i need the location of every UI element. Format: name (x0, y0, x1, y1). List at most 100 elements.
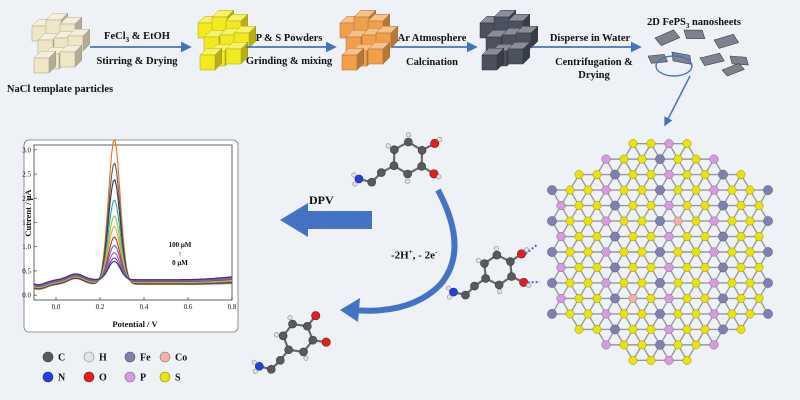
sulfur-atom (583, 216, 593, 226)
dopamine-quinone-carbon (299, 347, 308, 357)
legend-label-co: Co (175, 353, 187, 364)
legend-label-p: P (140, 373, 146, 384)
chart-xlabel: Potential / V (112, 319, 158, 329)
dopamine-adsorbed-hydrogen (524, 247, 530, 253)
annotation-top: 100 μM (168, 241, 192, 249)
dopamine-quinone-hydrogen (287, 315, 293, 321)
y-tick-label: 1.5 (22, 219, 31, 227)
step3-bottom-label: Calcination (406, 57, 458, 68)
phosphorus-atom (664, 355, 674, 365)
dopamine-adsorbed-carbon (492, 250, 502, 260)
dopamine-top-hydrogen (437, 136, 443, 142)
orange-precursor-cluster (339, 9, 399, 71)
sulfur-atom (628, 232, 638, 241)
process-arrows (90, 41, 691, 322)
iron-atom (547, 185, 557, 195)
iron-atom (655, 185, 665, 195)
phosphorus-atom (664, 293, 674, 303)
dopamine-top-hydrogen (404, 178, 410, 184)
orange-precursor-cluster-cube (367, 41, 391, 65)
phosphorus-atom (709, 154, 719, 164)
sulfur-atom (754, 201, 764, 211)
legend-swatch-s (159, 371, 171, 383)
sulfur-atom (637, 216, 647, 226)
sulfur-atom (574, 324, 584, 334)
iron-atom (655, 247, 665, 257)
sulfur-atom (700, 232, 710, 241)
nanosheet (654, 29, 681, 47)
electron-transfer-label: -2H+, - 2e- (391, 248, 438, 262)
sulfur-atom (691, 340, 701, 350)
synthesis-row (31, 9, 749, 77)
x-tick-label: 0.0 (52, 303, 61, 311)
interaction-line (524, 243, 539, 255)
dopamine-quinone-carbon (278, 331, 288, 341)
dopamine-top-hydrogen (352, 181, 358, 187)
sulfur-atom (583, 247, 593, 257)
annotation-bottom: 0 μM (172, 259, 188, 267)
step4-top-label: Disperse in Water (549, 33, 631, 44)
sulfur-atom (727, 309, 737, 319)
sulfur-atom (691, 247, 701, 257)
sulfur-atom (754, 232, 764, 241)
sulfur-atom (682, 170, 692, 180)
sulfur-atom (736, 263, 746, 272)
sulfur-atom (637, 340, 647, 350)
dopamine-top-hydrogen (385, 143, 391, 149)
calcined-cluster (479, 9, 539, 71)
dopamine-quinone-hydrogen (273, 332, 279, 338)
sulfur-atom (736, 232, 746, 241)
iron-atom (547, 247, 557, 257)
annotation-arrow: ↑ (178, 250, 182, 258)
sulfur-atom (736, 201, 746, 211)
sulfur-atom (682, 293, 692, 303)
dopamine-quinone-carbon (266, 365, 276, 374)
sulfur-atom (691, 278, 701, 288)
iron-atom (610, 169, 620, 180)
template-label: NaCl template particles (6, 84, 114, 95)
dopamine-quinone-oxygen (321, 337, 331, 347)
phosphorus-atom (664, 201, 674, 211)
calcined-cluster-cube (507, 41, 531, 65)
sulfur-atom (700, 170, 710, 180)
x-tick-label: 0.8 (228, 303, 237, 311)
iron-atom (655, 309, 665, 319)
sulfur-atom (736, 293, 746, 303)
dopamine-top-carbon (417, 162, 426, 171)
sulfur-atom (592, 201, 602, 211)
sulfur-atom (646, 324, 656, 334)
iron-atom (655, 278, 665, 288)
sulfur-atom (727, 278, 737, 288)
nanosheet (729, 55, 749, 66)
dopamine-quinone-carbon (303, 321, 312, 331)
sulfur-atom (583, 309, 593, 319)
oxidation-arrow (351, 188, 458, 314)
phosphorus-atom (601, 278, 611, 288)
phosphorus-atom (709, 278, 719, 288)
dopamine-adsorbed-hydrogen (497, 289, 503, 295)
iron-atom (718, 169, 728, 180)
legend-swatch-c (42, 351, 54, 363)
dopamine-quinone-hydrogen (251, 359, 257, 365)
legend-label-c: C (58, 353, 65, 364)
phosphorus-atom (709, 309, 719, 319)
product-label: 2D FePS3 nanosheets (647, 17, 741, 31)
sulfur-atom (574, 201, 584, 211)
sulfur-atom (736, 170, 746, 180)
sulfur-atom (574, 232, 584, 241)
nanosheet (721, 62, 745, 77)
sulfur-atom (574, 170, 584, 180)
sulfur-atom (727, 216, 737, 226)
nanosheet (647, 54, 669, 64)
iron-atom (610, 293, 620, 304)
dopamine-adsorbed-hydrogen (445, 285, 451, 291)
nacl-template-cluster-cube (59, 44, 83, 68)
y-tick-label: 0.0 (22, 292, 31, 300)
sulfur-atom (583, 278, 593, 288)
oxidation-arrowhead (340, 298, 360, 322)
y-tick-label: 1.0 (22, 243, 31, 251)
sulfur-atom (673, 309, 683, 319)
dopamine-adsorbed-carbon (507, 272, 516, 281)
